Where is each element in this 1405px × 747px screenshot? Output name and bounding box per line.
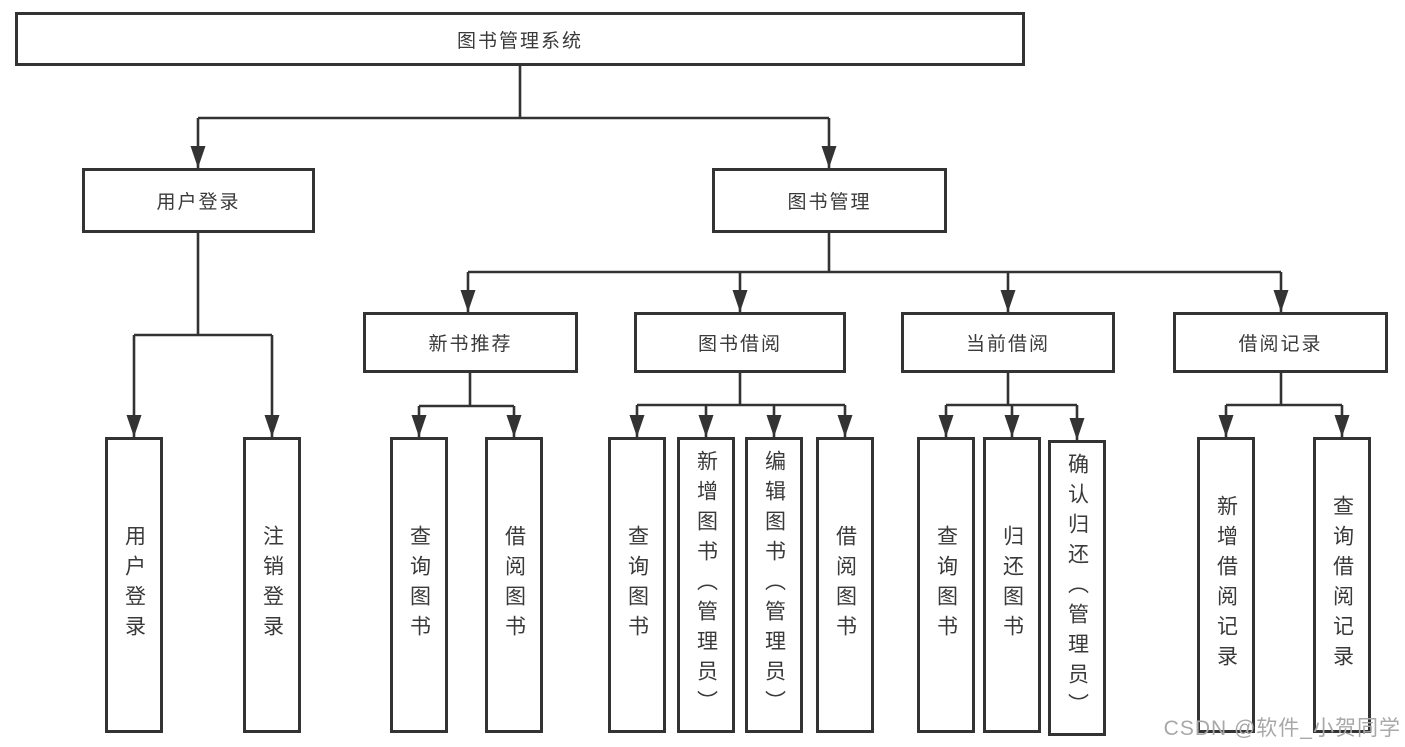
leaf-borrow-books-1-label: 借阅图书: [502, 525, 526, 645]
leaf-user-login-label: 用户登录: [122, 525, 146, 645]
node-current-borrow-label: 当前借阅: [965, 334, 1050, 355]
node-borrow-records: 借阅记录: [1173, 312, 1388, 373]
leaf-add-book-admin-label: 新增图书（管理员）: [694, 450, 718, 720]
leaf-query-books-2: 查询图书: [608, 437, 666, 733]
leaf-edit-book-admin: 编辑图书（管理员）: [745, 437, 803, 733]
node-book-mgmt-label: 图书管理: [787, 192, 872, 213]
leaf-logout: 注销登录: [243, 437, 301, 733]
leaf-add-borrow-record: 新增借阅记录: [1197, 437, 1255, 733]
leaf-query-books-3: 查询图书: [917, 437, 975, 733]
leaf-query-books-1-label: 查询图书: [407, 525, 431, 645]
leaf-borrow-books-2-label: 借阅图书: [833, 525, 857, 645]
node-user-login-label: 用户登录: [156, 192, 241, 213]
node-user-login: 用户登录: [82, 168, 315, 233]
node-borrow-records-label: 借阅记录: [1238, 334, 1323, 355]
leaf-borrow-books-2: 借阅图书: [816, 437, 874, 733]
node-book-mgmt: 图书管理: [712, 168, 947, 233]
node-current-borrow: 当前借阅: [901, 312, 1115, 373]
leaf-query-borrow-record-label: 查询借阅记录: [1330, 495, 1354, 675]
leaf-query-books-1: 查询图书: [390, 437, 448, 733]
node-new-books: 新书推荐: [363, 312, 578, 373]
node-root-label: 图书管理系统: [456, 30, 583, 52]
leaf-logout-label: 注销登录: [260, 525, 284, 645]
leaf-edit-book-admin-label: 编辑图书（管理员）: [762, 450, 786, 720]
leaf-borrow-books-1: 借阅图书: [485, 437, 543, 733]
leaf-confirm-return-admin-label: 确认归还（管理员）: [1065, 453, 1089, 723]
leaf-add-book-admin: 新增图书（管理员）: [677, 437, 735, 733]
node-book-borrow-label: 图书借阅: [697, 334, 782, 355]
leaf-user-login: 用户登录: [105, 437, 163, 733]
leaf-return-book-label: 归还图书: [1000, 525, 1024, 645]
leaf-return-book: 归还图书: [983, 437, 1041, 733]
leaf-query-books-3-label: 查询图书: [934, 525, 958, 645]
leaf-confirm-return-admin: 确认归还（管理员）: [1048, 440, 1106, 736]
node-new-books-label: 新书推荐: [428, 334, 513, 355]
node-book-borrow: 图书借阅: [634, 312, 846, 373]
leaf-add-borrow-record-label: 新增借阅记录: [1214, 495, 1238, 675]
csdn-watermark: CSDN @软件_小贺同学: [1163, 717, 1401, 740]
node-root: 图书管理系统: [15, 12, 1025, 66]
leaf-query-books-2-label: 查询图书: [625, 525, 649, 645]
leaf-query-borrow-record: 查询借阅记录: [1313, 437, 1371, 733]
